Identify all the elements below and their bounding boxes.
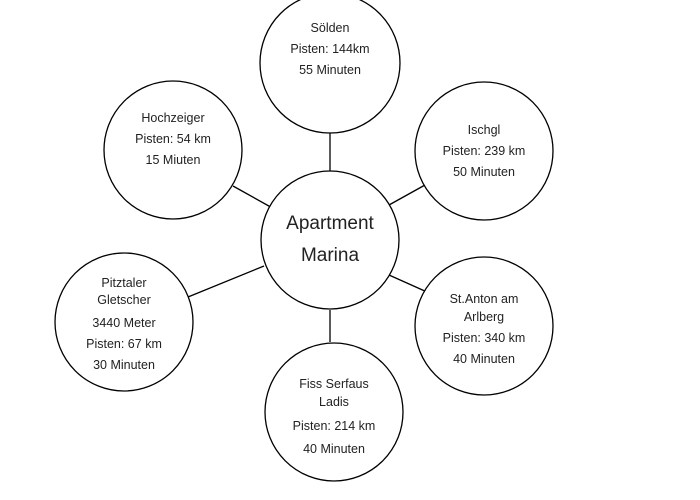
hochzeiger-time: 15 Miuten (145, 153, 201, 167)
connector-pitztal (187, 265, 265, 298)
ischgl-pisten: Pisten: 239 km (442, 144, 526, 158)
node-hochzeiger (103, 80, 243, 220)
hochzeiger-name: Hochzeiger (141, 111, 205, 125)
stanton-label: St.Anton am Arlberg Pisten: 340 km 40 Mi… (424, 290, 544, 370)
connector-hochzeiger (232, 185, 277, 211)
soelden-pisten: Pisten: 144km (290, 42, 370, 56)
node-soelden (259, 0, 401, 134)
fiss-name-line1: Fiss Serfaus (299, 377, 369, 391)
node-pitztal (54, 252, 194, 392)
center-label: Apartment Marina (260, 208, 400, 272)
hochzeiger-pisten: Pisten: 54 km (135, 132, 211, 146)
stanton-pisten: Pisten: 340 km (442, 331, 526, 345)
node-fiss (264, 342, 404, 482)
stanton-time: 40 Minuten (453, 352, 515, 366)
center-line2: Marina (300, 245, 360, 266)
node-stanton (414, 256, 554, 396)
pitztal-name-line1: Pitztaler (101, 276, 147, 290)
fiss-time: 40 Minuten (303, 442, 365, 456)
center-node (260, 170, 400, 310)
connector-stanton (388, 274, 428, 293)
stanton-name-line1: St.Anton am (449, 292, 519, 306)
pitztal-pisten: Pisten: 67 km (86, 337, 162, 351)
center-line1: Apartment (286, 213, 374, 234)
fiss-label: Fiss Serfaus Ladis Pisten: 214 km 40 Min… (274, 375, 394, 461)
fiss-pisten: Pisten: 214 km (292, 419, 376, 433)
pitztal-label: Pitztaler Gletscher 3440 Meter Pisten: 6… (64, 275, 184, 376)
pitztal-time: 30 Minuten (93, 358, 155, 372)
stanton-name-line2: Arlberg (463, 310, 505, 324)
soelden-name: Sölden (310, 21, 350, 35)
soelden-label: Sölden Pisten: 144km 55 Minuten (270, 18, 390, 81)
fiss-name-line2: Ladis (319, 395, 349, 409)
ischgl-label: Ischgl Pisten: 239 km 50 Minuten (424, 120, 544, 183)
ischgl-time: 50 Minuten (453, 165, 515, 179)
ischgl-name: Ischgl (467, 123, 501, 137)
node-ischgl (414, 81, 554, 221)
pitztal-altitude: 3440 Meter (92, 316, 156, 330)
connector-ischgl (388, 184, 426, 206)
soelden-time: 55 Minuten (299, 63, 361, 77)
hochzeiger-label: Hochzeiger Pisten: 54 km 15 Miuten (113, 108, 233, 171)
pitztal-name-line2: Gletscher (97, 293, 151, 307)
